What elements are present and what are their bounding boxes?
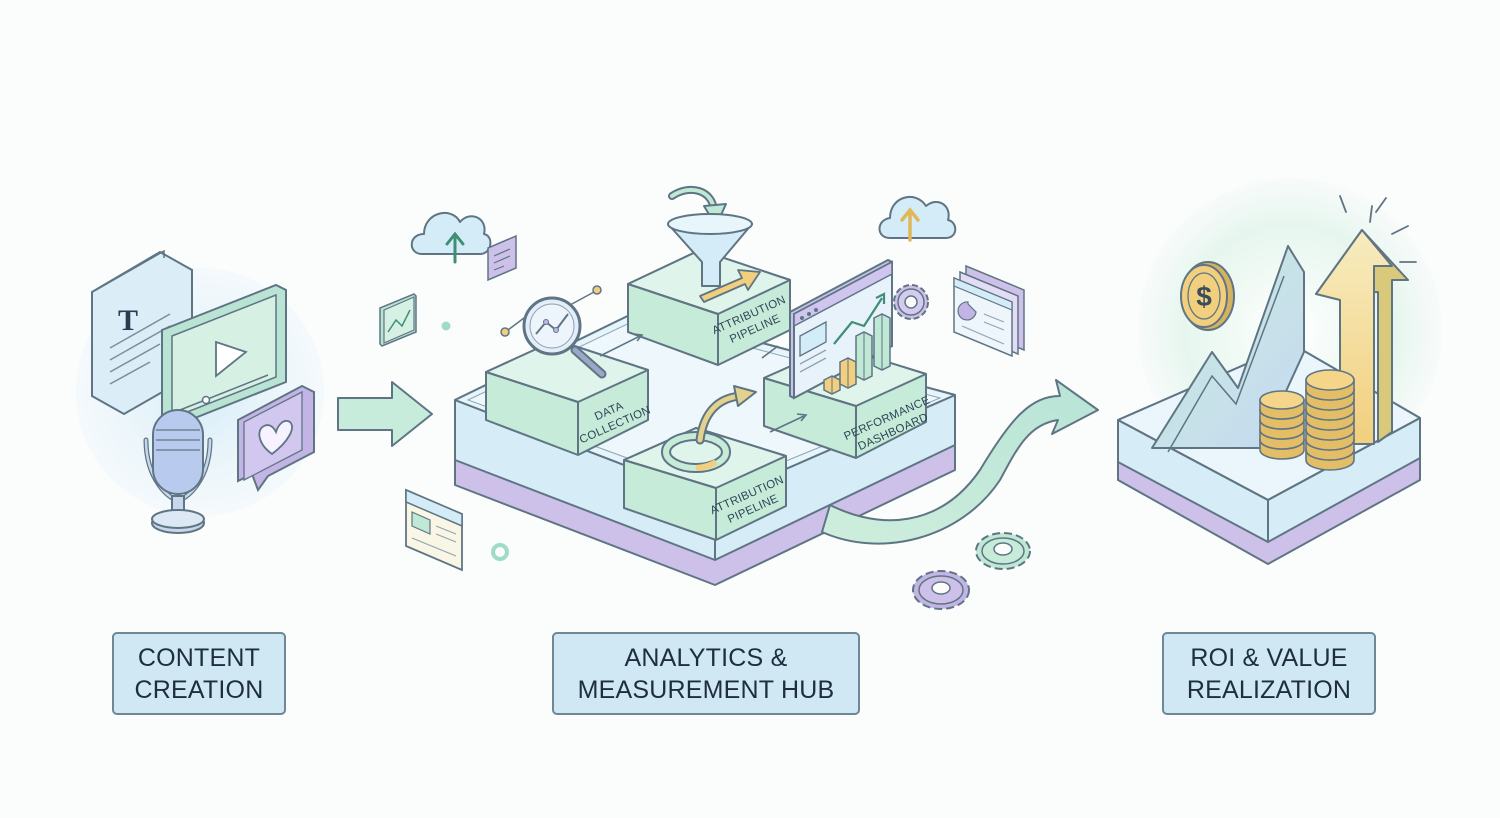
- dashboard-window-icon: [789, 258, 893, 400]
- stage-label-line: ANALYTICS &: [624, 643, 788, 672]
- stage-label-line: REALIZATION: [1186, 675, 1352, 704]
- ring-decoration: [491, 543, 509, 561]
- dot-decoration: [441, 321, 451, 331]
- magnifier-analytics-icon: [500, 285, 607, 379]
- module-data-collection: DATA COLLECTION: [485, 339, 653, 456]
- bar-chart-icon: [823, 313, 891, 395]
- svg-text:$: $: [1196, 281, 1212, 312]
- heart-chat-bubble-icon: [237, 384, 315, 493]
- cycle-arrows-icon: [661, 385, 757, 473]
- stage-label-analytics-hub: ANALYTICS & MEASUREMENT HUB: [552, 632, 860, 715]
- line-chart-card-icon: [379, 293, 417, 347]
- browser-card-icon: [405, 488, 463, 572]
- coin-top: [1259, 390, 1305, 410]
- cloud-upload-icon: [410, 212, 492, 264]
- up-arrow-icon: [1315, 195, 1417, 445]
- trend-arrow-icon: [699, 269, 761, 303]
- stage-label-line: MEASUREMENT HUB: [577, 675, 835, 704]
- stage-label-line: CREATION: [134, 675, 264, 704]
- stage-label-content-creation: CONTENT CREATION: [112, 632, 286, 715]
- document-card-icon: [487, 234, 517, 282]
- report-cards-icon: [953, 264, 1025, 358]
- svg-text:T: T: [118, 304, 138, 337]
- gear-icon: [893, 284, 929, 320]
- funnel-icon: [667, 185, 753, 287]
- gear-cluster-icon: [912, 532, 1031, 610]
- content-creation-illustration: T: [76, 249, 324, 534]
- flow-arrow-content-to-hub: [337, 381, 433, 447]
- stage-label-roi-value: ROI & VALUE REALIZATION: [1162, 632, 1376, 715]
- coin-top: [1305, 369, 1355, 391]
- cloud-upload-icon-right: [878, 196, 957, 242]
- microphone-icon: [143, 409, 213, 534]
- module-connectors: [599, 333, 808, 433]
- roi-illustration: $: [1117, 178, 1442, 565]
- coin-stack-large-icon: [1305, 369, 1355, 471]
- dollar-coin-icon: $: [1180, 261, 1235, 331]
- stage-label-line: CONTENT: [137, 643, 261, 672]
- flow-arrow-hub-to-roi: [821, 379, 1099, 545]
- stage-label-line: ROI & VALUE: [1190, 643, 1348, 672]
- coin-stack-small-icon: [1259, 390, 1305, 460]
